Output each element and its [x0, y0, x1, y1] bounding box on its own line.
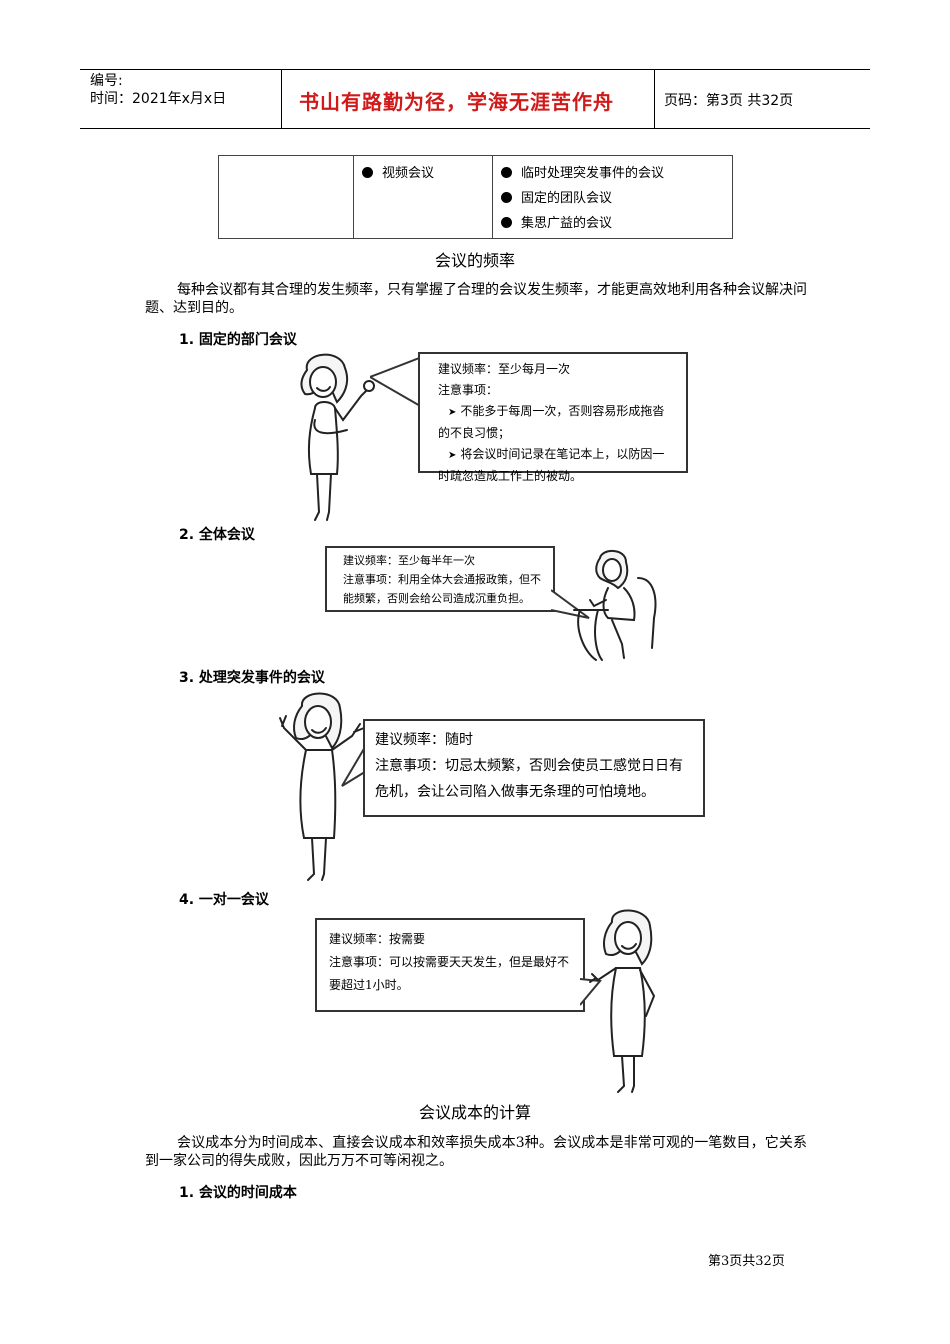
note-text: 注意事项：切忌太频繁，否则会使员工感觉日日有危机，会让公司陷入做事无条理的可怕境… [375, 758, 683, 800]
callout-emergency: 建议频率：随时 注意事项：切忌太频繁，否则会使员工感觉日日有危机，会让公司陷入做… [363, 719, 705, 817]
woman-standing-illustration [589, 909, 656, 1093]
list-item: 集思广益的会议 [501, 211, 724, 236]
note-point: ➤不能多于每周一次，否则容易形成拖沓的不良习惯； [438, 404, 665, 440]
heading-one-on-one: 4. 一对一会议 [179, 892, 269, 908]
time-label: 时间：2021年x月x日 [90, 91, 227, 107]
freq-text: 建议频率：随时 [375, 732, 473, 748]
note-text: 注意事项：利用全体大会通报政策，但不能频繁，否则会给公司造成沉重负担。 [343, 573, 541, 605]
header-bottom-rule [80, 128, 870, 129]
callout-one-on-one: 建议频率：按需要 注意事项：可以按需要天天发生，但是最好不要超过1小时。 [315, 918, 585, 1012]
note-point: ➤将会议时间记录在笔记本上，以防因一时疏忽造成工作上的被动。 [438, 447, 665, 483]
table-cell-types: 视频会议 [353, 155, 493, 239]
meeting-type-table: 视频会议 临时处理突发事件的会议 固定的团队会议 集思广益的会议 [218, 155, 733, 239]
note-text: 注意事项：可以按需要天天发生，但是最好不要超过1小时。 [329, 955, 570, 992]
page-label: 页码：第3页 共32页 [664, 93, 794, 109]
bullet-icon [501, 217, 512, 228]
arrow-right-icon: ➤ [448, 450, 457, 461]
bubble-tail [341, 741, 369, 787]
heading-time-cost: 1. 会议的时间成本 [179, 1185, 297, 1201]
header-divider [281, 69, 282, 129]
woman-hands-up-illustration [279, 692, 365, 881]
heading-emergency: 3. 处理突发事件的会议 [179, 670, 325, 686]
woman-pointing-illustration [300, 353, 375, 521]
freq-text: 建议频率：至少每月一次 [438, 362, 571, 376]
freq-text: 建议频率：至少每半年一次 [343, 554, 475, 567]
heading-all-hands: 2. 全体会议 [179, 527, 255, 543]
bullet-icon [501, 192, 512, 203]
callout-all-hands: 建议频率：至少每半年一次 注意事项：利用全体大会通报政策，但不能频繁，否则会给公… [325, 546, 555, 612]
bubble-tail [370, 355, 423, 409]
bubble-tail [580, 978, 602, 1006]
table-cell-empty [218, 155, 354, 239]
motto: 书山有路勤为径，学海无涯苦作舟 [299, 90, 614, 114]
table-cell-uses: 临时处理突发事件的会议 固定的团队会议 集思广益的会议 [492, 155, 733, 239]
heading-dept-meeting: 1. 固定的部门会议 [179, 332, 297, 348]
callout-dept-meeting: 建议频率：至少每月一次 注意事项： ➤不能多于每周一次，否则容易形成拖沓的不良习… [418, 352, 688, 483]
freq-text: 建议频率：按需要 [329, 932, 426, 946]
list-item: 固定的团队会议 [501, 186, 724, 211]
woman-sitting-illustration [573, 550, 657, 661]
page-footer: 第3页共32页 [708, 1254, 785, 1269]
list-item: 临时处理突发事件的会议 [501, 161, 724, 186]
list-item: 视频会议 [362, 161, 484, 186]
number-label: 编号: [90, 73, 123, 89]
frequency-intro: 每种会议都有其合理的发生频率，只有掌握了合理的会议发生频率，才能更高效地利用各种… [145, 282, 807, 316]
note-label: 注意事项： [438, 383, 499, 397]
bullet-icon [501, 167, 512, 178]
header-divider [654, 69, 655, 129]
section-title-cost: 会议成本的计算 [418, 1103, 531, 1122]
bullet-icon [362, 167, 373, 178]
header-top-rule [80, 69, 870, 70]
cost-intro: 会议成本分为时间成本、直接会议成本和效率损失成本3种。会议成本是非常可观的一笔数… [145, 1135, 807, 1169]
arrow-right-icon: ➤ [448, 407, 457, 418]
section-title-frequency: 会议的频率 [434, 251, 515, 270]
